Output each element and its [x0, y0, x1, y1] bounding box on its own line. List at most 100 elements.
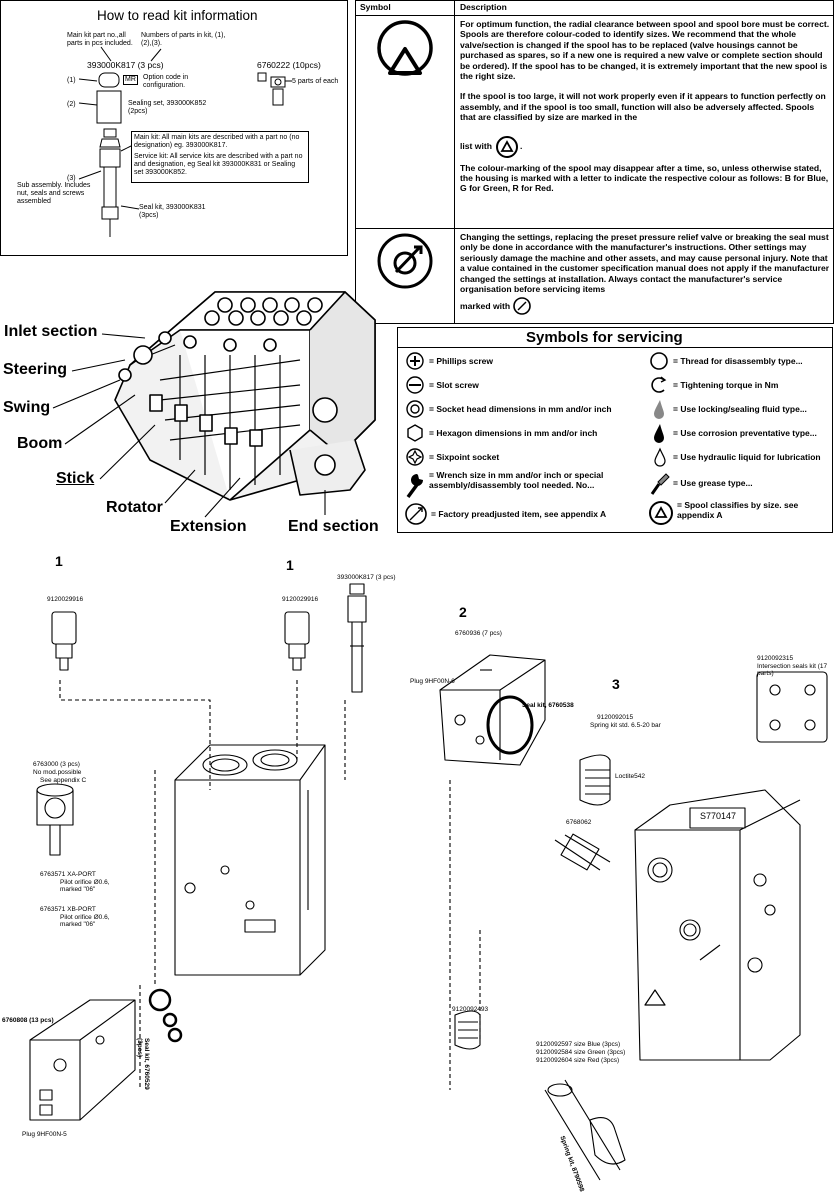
part-no-3: 9120092015: [597, 714, 634, 721]
hydraulic-liquid-icon: [654, 447, 666, 467]
part-no-1a: 9120029916: [47, 596, 84, 603]
row1-p2: If the spool is too large, it will not w…: [460, 91, 826, 123]
row1-p1: For optimum function, the radial clearan…: [460, 19, 830, 82]
row1-desc: For optimum function, the radial clearan…: [460, 19, 830, 194]
sym-socket-head: = Socket head dimensions in mm and/or in…: [404, 398, 612, 420]
main-kit-note: Main kit: All main kits are described wi…: [134, 134, 300, 149]
sym-torque: = Tightening torque in Nm: [648, 374, 778, 396]
xa-note: Pilot orifice Ø0.6, marked "06": [60, 879, 110, 893]
part-no-lower-mid: 9120092493: [452, 1006, 489, 1013]
wrench-icon: [406, 474, 423, 499]
row1-p3a: The colour-marking of the spool may disa…: [460, 162, 822, 184]
xa-port: 6763571 XA-PORT: [40, 871, 96, 878]
label-swing: Swing: [3, 399, 51, 416]
locking-fluid-icon: [654, 400, 664, 419]
callout-3: 3: [612, 676, 620, 692]
label-steering: Steering: [3, 361, 68, 378]
row2-p1: Changing the settings, replacing the pre…: [460, 232, 830, 295]
label-inlet-section: Inlet section: [4, 323, 98, 340]
seal-kit-left: Seal kit, 6760529 (3pcs): [136, 1038, 150, 1090]
corrosion-preventative-icon: [654, 424, 664, 443]
plug-left: Plug 9HF00N-5: [22, 1131, 67, 1138]
servicing-title: Symbols for servicing: [526, 329, 683, 346]
spool-size-icon: [377, 20, 433, 289]
item-3: (3): [67, 175, 76, 182]
part-no-left-mid: 6763000 (3 pcs): [33, 761, 80, 768]
spool-size-icon-inline: [496, 135, 518, 158]
part-no-top: 393000K817 (3 pcs): [337, 574, 396, 581]
table-col-divider: [454, 1, 455, 323]
size-red: 9120092604 size Red (3pcs): [536, 1057, 620, 1064]
part-no-3b: Spring kit std. 6.5-20 bar: [590, 722, 661, 729]
plug-2: Plug 9HF00N-6: [410, 678, 455, 685]
sym-phillips: = Phillips screw: [404, 350, 493, 372]
main-kit-label: Main kit part no.,all parts in pcs inclu…: [67, 32, 133, 47]
factory-preadjusted-icon: [405, 503, 427, 525]
five-parts: 5 parts of each: [292, 78, 339, 85]
header-description: Description: [460, 2, 507, 12]
item-1: (1): [67, 77, 76, 84]
label-stick: Stick: [56, 470, 95, 487]
kit-info-title: How to read kit information: [97, 8, 258, 23]
table-row-divider: [356, 228, 833, 229]
kit-notes-box: Main kit: All main kits are described wi…: [131, 131, 309, 183]
item-2: (2): [67, 101, 76, 108]
kit-info-drawing: [78, 46, 292, 237]
label-end-section: End section: [288, 518, 379, 535]
row2-desc: Changing the settings, replacing the pre…: [460, 232, 830, 316]
part-no-2: 6760936 (7 pcs): [455, 630, 502, 637]
part-no-right: 9120092315: [757, 655, 794, 662]
sym-thread: = Thread for disassembly type...: [648, 350, 803, 372]
row1-list: list with: [460, 141, 492, 152]
servicing-panel: Symbols for servicing = Phillips screw =…: [397, 327, 833, 533]
label-rotator: Rotator: [106, 499, 163, 516]
loctite: Loctite542: [615, 773, 645, 780]
sym-locking-fluid: = Use locking/sealing fluid type...: [648, 398, 807, 420]
factory-preadjusted-icon-inline: [513, 297, 531, 316]
part-no-mid-right: 6768062: [566, 819, 592, 826]
label-extension: Extension: [170, 518, 247, 535]
torque-icon: [651, 376, 667, 393]
sym-grease: = Use grease type...: [648, 470, 753, 496]
seal-kit-mid: Seal kit, 6760538: [522, 702, 574, 709]
callout-2: 2: [459, 604, 467, 620]
row1-p3: The colour-marking of the spool may disa…: [460, 163, 830, 194]
sym-hydraulic-liquid: = Use hydraulic liquid for lubrication: [648, 446, 821, 468]
row2-marked: marked with: [460, 301, 511, 312]
mr-code: MR: [123, 75, 138, 85]
sym-slot: = Slot screw: [404, 374, 479, 396]
grease-brush-icon: [650, 473, 670, 495]
sym-spool-size: = Spool classifies by size. see appendix…: [648, 500, 827, 526]
callout-1b: 1: [286, 557, 294, 573]
xb-port: 6763571 XB-PORT: [40, 906, 96, 913]
sym-corrosion: = Use corrosion preventative type...: [648, 422, 817, 444]
row1-p3b: B for Blue, G for Green, R for Red.: [460, 173, 829, 194]
servicing-title-rule: [398, 347, 832, 348]
option-code: Option code in configuration.: [143, 74, 189, 89]
kit-no2: 6760222 (10pcs): [257, 60, 321, 70]
sealing-set: Sealing set, 393000K852 (2pcs): [128, 100, 207, 115]
kit-info-panel: How to read kit information Main kit par…: [0, 0, 348, 256]
label-boom: Boom: [17, 435, 63, 452]
sixpoint-socket-icon: [406, 448, 424, 466]
see-appendix: See appendix C: [40, 777, 87, 784]
row1-list-line: list with .: [460, 135, 830, 159]
sym-wrench: = Wrench size in mm and/or inch or speci…: [404, 470, 629, 500]
row2-marked-line: marked with: [460, 296, 830, 316]
hexagon-icon: [407, 424, 423, 442]
sym-factory-preadjusted: = Factory preadjusted item, see appendix…: [404, 502, 606, 526]
symbol-table: Symbol Description For optimum function,…: [355, 0, 834, 324]
housing-mark: S770147: [700, 811, 737, 821]
size-blue: 9120092597 size Blue (3pcs): [536, 1041, 621, 1048]
header-symbol: Symbol: [360, 2, 391, 12]
sub-assembly: Sub assembly. Includes nut, seals and sc…: [17, 182, 91, 205]
service-kit-note: Service kit: All service kits are descri…: [134, 153, 303, 176]
part-no-1b: 9120029916: [282, 596, 319, 603]
thread-icon: [650, 352, 668, 370]
part-no-right-b: Intersection seals kit (17 parts): [757, 663, 828, 677]
sym-hexagon: = Hexagon dimensions in mm and/or inch: [404, 422, 597, 444]
slot-screw-icon: [406, 376, 424, 394]
table-header-row: [356, 1, 833, 16]
